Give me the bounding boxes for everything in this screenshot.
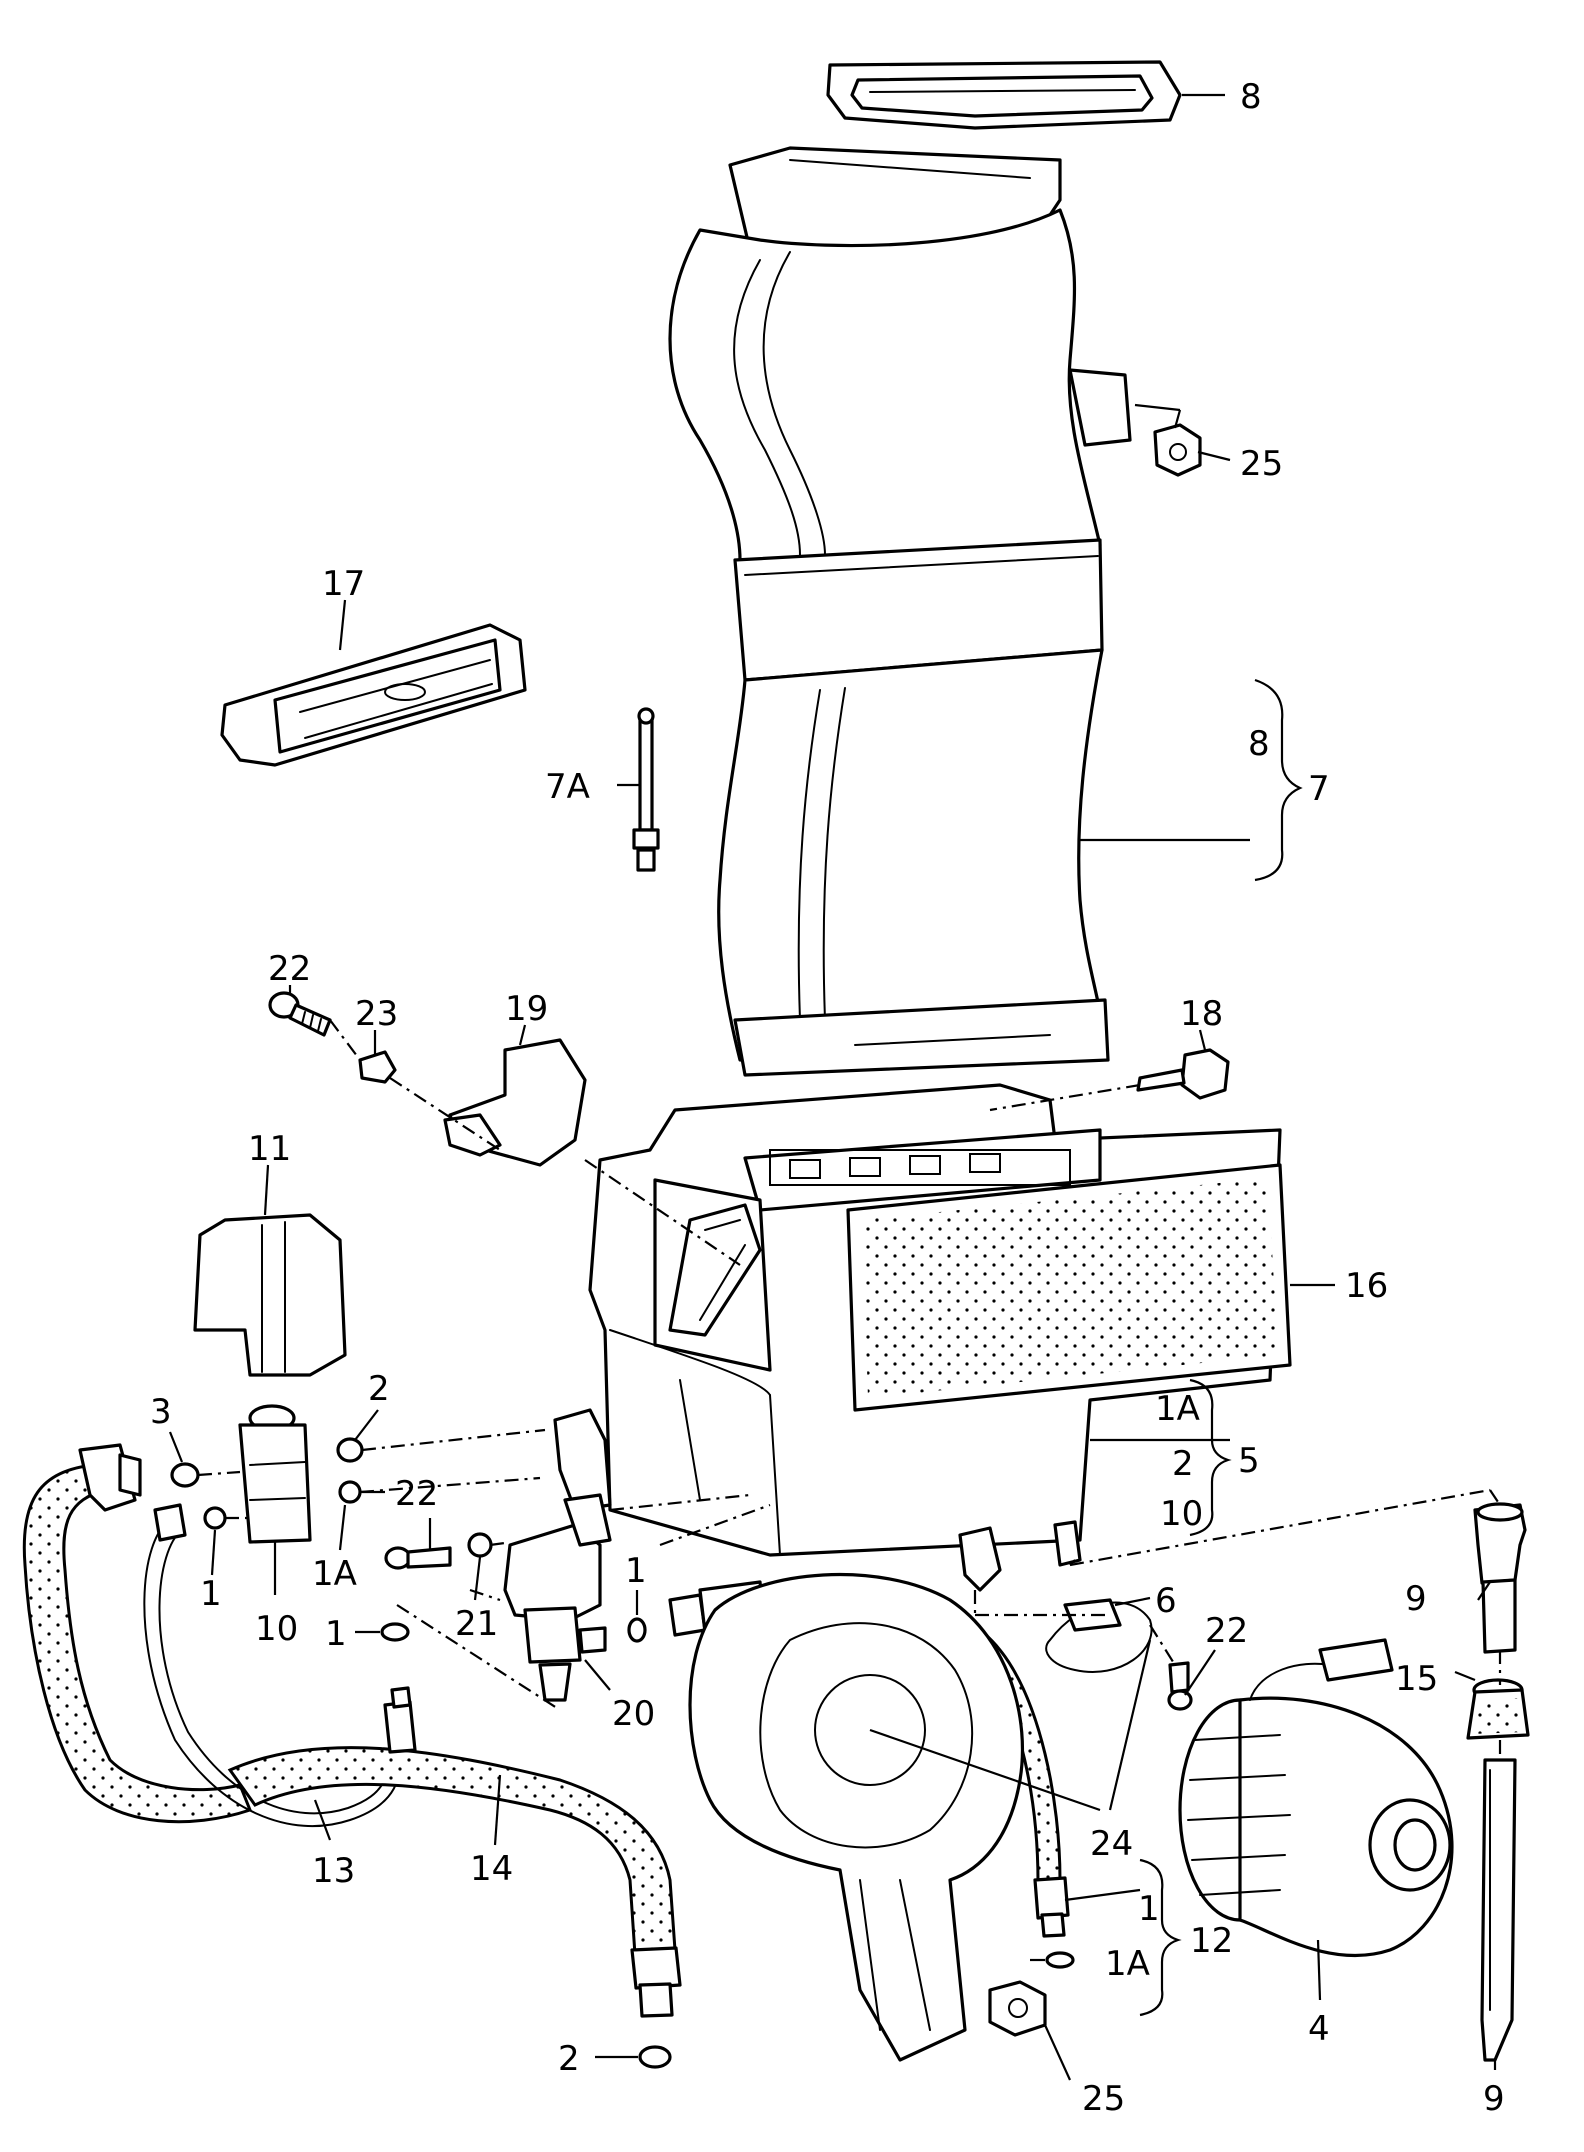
screw-part-18 bbox=[1136, 1048, 1230, 1100]
callout-22-top: 22 bbox=[268, 949, 311, 989]
nut-part-bottom bbox=[988, 1980, 1047, 2037]
refrigerant-hose-14 bbox=[227, 1686, 682, 2018]
callout-1-low: 1 bbox=[1138, 1889, 1160, 1929]
callout-10-brace: 10 bbox=[1160, 1494, 1203, 1534]
callout-2-mid: 2 bbox=[368, 1369, 390, 1409]
callout-2-bottom: 2 bbox=[558, 2039, 580, 2079]
o-ring-2-bottom bbox=[638, 2045, 672, 2069]
callout-1A-left: 1A bbox=[312, 1554, 357, 1594]
callout-19: 19 bbox=[505, 989, 548, 1029]
callout-5: 5 bbox=[1238, 1441, 1260, 1481]
o-ring-3 bbox=[170, 1462, 200, 1488]
expansion-valve-part bbox=[238, 1404, 312, 1544]
callout-4: 4 bbox=[1308, 2009, 1330, 2049]
callout-13: 13 bbox=[312, 1851, 355, 1891]
filter-panel-part bbox=[846, 1163, 1292, 1412]
assembly-lines bbox=[197, 1019, 1502, 1760]
callout-1A-low: 1A bbox=[1105, 1944, 1150, 1984]
callout-16: 16 bbox=[1345, 1266, 1388, 1306]
callout-7: 7 bbox=[1308, 769, 1330, 809]
blower-housing-part bbox=[688, 1573, 1024, 2062]
grommet-part bbox=[1466, 1678, 1530, 1740]
sensor-rod-part bbox=[632, 707, 660, 872]
screw-part-right bbox=[1167, 1661, 1193, 1711]
control-module-part bbox=[193, 1213, 347, 1377]
leader-lines bbox=[168, 93, 1497, 2081]
callout-20: 20 bbox=[612, 1694, 655, 1734]
callout-6: 6 bbox=[1155, 1581, 1177, 1621]
o-ring-1-left bbox=[203, 1506, 227, 1530]
callout-1-mid: 1 bbox=[625, 1551, 647, 1591]
callout-1-dash: 1 bbox=[325, 1614, 347, 1654]
callout-25-bottom: 25 bbox=[1082, 2079, 1125, 2119]
callout-labels: 8 25 17 8 7 7A 22 23 19 18 11 16 3 2 22 … bbox=[150, 77, 1505, 2119]
o-ring-1-mid bbox=[627, 1617, 647, 1643]
drain-tube-part-top bbox=[1473, 1502, 1527, 1654]
callout-8-top: 8 bbox=[1240, 77, 1262, 117]
callout-21: 21 bbox=[455, 1604, 498, 1644]
callout-11: 11 bbox=[248, 1129, 291, 1169]
grouping-braces bbox=[1139, 678, 1303, 2017]
callout-9-top: 9 bbox=[1405, 1579, 1427, 1619]
callout-2-brace: 2 bbox=[1172, 1444, 1194, 1484]
callout-1A-brace: 1A bbox=[1155, 1389, 1200, 1429]
callout-15: 15 bbox=[1395, 1659, 1438, 1699]
callout-12: 12 bbox=[1190, 1921, 1233, 1961]
gasket-frame-part bbox=[826, 60, 1182, 130]
callout-24: 24 bbox=[1090, 1824, 1133, 1864]
callout-25-top: 25 bbox=[1240, 444, 1283, 484]
blower-motor-part bbox=[1178, 1638, 1454, 1957]
callout-1-left: 1 bbox=[200, 1574, 222, 1614]
o-ring-2-mid bbox=[336, 1437, 364, 1463]
callout-7A: 7A bbox=[545, 767, 590, 807]
refrigerant-line-13 bbox=[22, 1443, 403, 1828]
callout-14: 14 bbox=[470, 1849, 513, 1889]
callout-22-right: 22 bbox=[1205, 1611, 1248, 1651]
o-ring-1a-left bbox=[338, 1480, 362, 1504]
drain-tube-part-bottom bbox=[1480, 1758, 1517, 2062]
callout-18: 18 bbox=[1180, 994, 1223, 1034]
callout-10-left: 10 bbox=[255, 1609, 298, 1649]
switch-part bbox=[443, 1038, 587, 1167]
o-ring-1-dash bbox=[380, 1622, 410, 1642]
callout-23: 23 bbox=[355, 994, 398, 1034]
screw-part-top bbox=[268, 991, 332, 1037]
air-duct-part bbox=[668, 146, 1132, 1077]
callout-17: 17 bbox=[322, 564, 365, 604]
callout-3: 3 bbox=[150, 1392, 172, 1432]
screw-part-mid bbox=[384, 1546, 452, 1570]
callout-8-brace: 8 bbox=[1248, 724, 1270, 764]
callout-9-bottom: 9 bbox=[1483, 2079, 1505, 2119]
nut-part-top bbox=[1153, 423, 1202, 477]
vent-outlet-part bbox=[220, 623, 527, 767]
callout-22-mid: 22 bbox=[395, 1474, 438, 1514]
o-ring-1a-low bbox=[1045, 1951, 1075, 1969]
solenoid-valve-part bbox=[503, 1493, 612, 1702]
clip-part bbox=[358, 1050, 397, 1084]
o-ring-21 bbox=[467, 1532, 493, 1558]
